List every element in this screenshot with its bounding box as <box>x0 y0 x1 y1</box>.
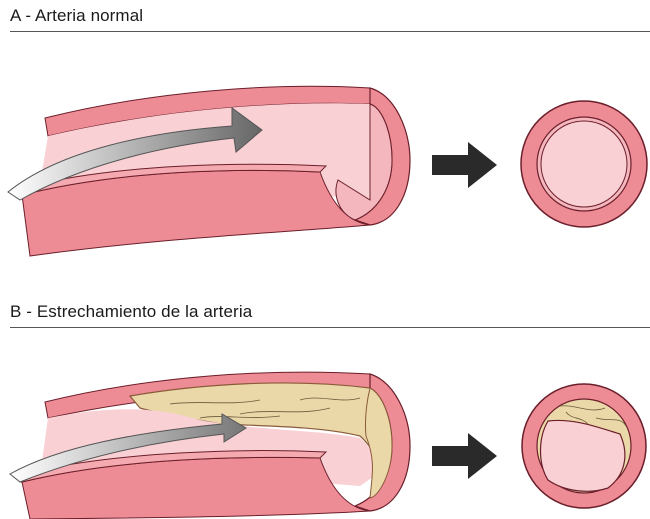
narrowed-lumen <box>541 420 625 491</box>
right-arrow-icon <box>432 142 497 188</box>
panel-normal-artery: A - Arteria normal <box>0 0 650 260</box>
right-arrow-icon <box>432 433 497 479</box>
narrowed-artery-diagram <box>0 296 650 519</box>
normal-cross-section <box>521 101 647 227</box>
panel-narrowed-artery: B - Estrechamiento de la arteria <box>0 296 650 519</box>
normal-artery-diagram <box>0 0 650 260</box>
narrowed-cross-section <box>522 384 646 508</box>
